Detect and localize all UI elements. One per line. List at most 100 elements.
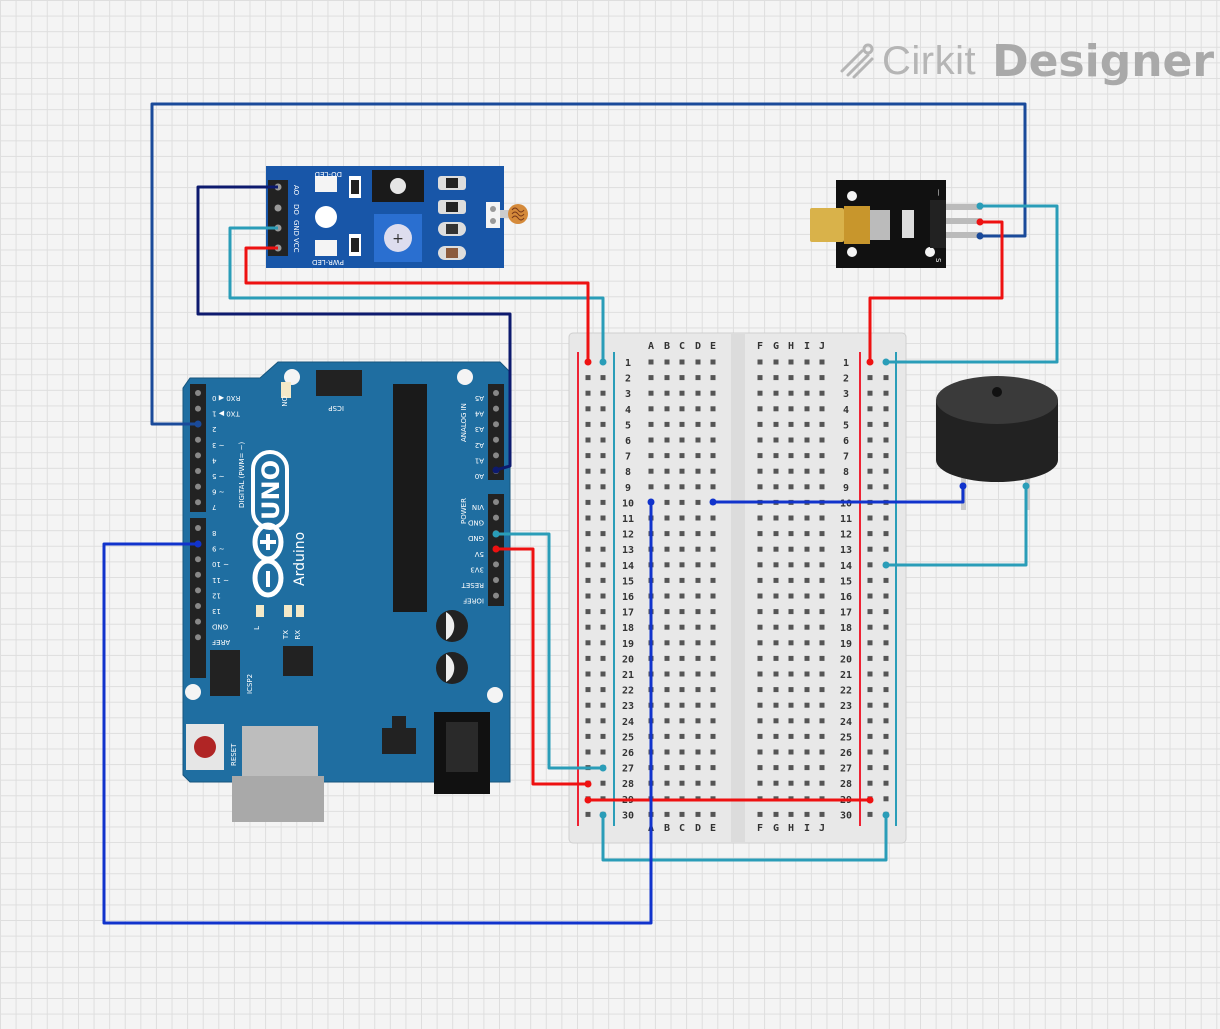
breadboard-hole[interactable] [788,546,794,552]
arduino-uno[interactable]: UNO Arduino ICSP ICSP2 ON RESET DIGITAL … [182,361,511,822]
breadboard-hole[interactable] [757,640,763,646]
breadboard-hole[interactable] [757,531,763,537]
breadboard-hole[interactable] [804,406,810,412]
breadboard-hole[interactable] [883,546,889,552]
wire-rail-bridge-gnd[interactable] [601,815,888,862]
breadboard-hole[interactable] [788,531,794,537]
breadboard-hole[interactable] [664,593,670,599]
breadboard-hole[interactable] [819,640,825,646]
breadboard-hole[interactable] [773,546,779,552]
breadboard-hole[interactable] [679,624,685,630]
breadboard-hole[interactable] [883,577,889,583]
breadboard-hole[interactable] [648,390,654,396]
breadboard-hole[interactable] [883,655,889,661]
breadboard-hole[interactable] [819,359,825,365]
breadboard-hole[interactable] [757,577,763,583]
breadboard-hole[interactable] [757,609,763,615]
header-pin[interactable] [493,452,499,459]
breadboard-hole[interactable] [600,733,606,739]
breadboard-hole[interactable] [883,718,889,724]
breadboard-hole[interactable] [710,609,716,615]
breadboard-hole[interactable] [664,531,670,537]
breadboard-hole[interactable] [710,733,716,739]
breadboard-hole[interactable] [773,780,779,786]
breadboard-hole[interactable] [819,593,825,599]
breadboard-hole[interactable] [804,562,810,568]
wire-arduino-5v[interactable] [496,547,588,786]
breadboard-hole[interactable] [648,375,654,381]
breadboard-hole[interactable] [710,671,716,677]
breadboard-hole[interactable] [773,671,779,677]
breadboard-hole[interactable] [648,437,654,443]
breadboard-hole[interactable] [695,702,701,708]
breadboard-hole[interactable] [600,468,606,474]
breadboard-hole[interactable] [600,624,606,630]
breadboard-hole[interactable] [585,531,591,537]
breadboard-hole[interactable] [788,749,794,755]
breadboard-hole[interactable] [804,531,810,537]
breadboard-hole[interactable] [695,421,701,427]
breadboard-hole[interactable] [804,359,810,365]
breadboard-hole[interactable] [585,515,591,521]
breadboard-hole[interactable] [883,437,889,443]
breadboard-hole[interactable] [679,421,685,427]
breadboard-hole[interactable] [773,406,779,412]
breadboard-hole[interactable] [867,453,873,459]
breadboard-hole[interactable] [757,453,763,459]
breadboard-hole[interactable] [867,671,873,677]
breadboard-hole[interactable] [648,406,654,412]
breadboard-hole[interactable] [883,749,889,755]
breadboard-hole[interactable] [804,546,810,552]
breadboard-hole[interactable] [695,624,701,630]
breadboard-hole[interactable] [710,640,716,646]
breadboard-hole[interactable] [600,671,606,677]
breadboard-hole[interactable] [695,655,701,661]
breadboard-hole[interactable] [867,406,873,412]
breadboard-hole[interactable] [695,375,701,381]
breadboard-hole[interactable] [804,718,810,724]
breadboard-hole[interactable] [600,577,606,583]
breadboard-hole[interactable] [600,749,606,755]
breadboard-hole[interactable] [664,468,670,474]
breadboard-hole[interactable] [695,718,701,724]
breadboard-hole[interactable] [757,671,763,677]
breadboard-hole[interactable] [819,811,825,817]
breadboard-hole[interactable] [819,655,825,661]
breadboard-hole[interactable] [695,359,701,365]
breadboard-hole[interactable] [679,484,685,490]
breadboard-hole[interactable] [600,687,606,693]
breadboard-hole[interactable] [679,609,685,615]
breadboard-hole[interactable] [867,780,873,786]
header-pin[interactable] [195,525,201,531]
breadboard-hole[interactable] [664,765,670,771]
breadboard-hole[interactable] [757,406,763,412]
breadboard-hole[interactable] [585,546,591,552]
breadboard-hole[interactable] [679,593,685,599]
breadboard-hole[interactable] [695,499,701,505]
breadboard-hole[interactable] [883,702,889,708]
breadboard-hole[interactable] [648,468,654,474]
breadboard-hole[interactable] [819,624,825,630]
breadboard-hole[interactable] [585,702,591,708]
breadboard-hole[interactable] [819,609,825,615]
breadboard-hole[interactable] [757,546,763,552]
breadboard-hole[interactable] [710,593,716,599]
breadboard-hole[interactable] [600,499,606,505]
breadboard-hole[interactable] [773,453,779,459]
breadboard-hole[interactable] [773,468,779,474]
breadboard-hole[interactable] [788,624,794,630]
breadboard-hole[interactable] [585,421,591,427]
breadboard-hole[interactable] [788,702,794,708]
breadboard-hole[interactable] [819,390,825,396]
breadboard-hole[interactable] [804,733,810,739]
breadboard-hole[interactable] [819,780,825,786]
breadboard-hole[interactable] [710,811,716,817]
breadboard-hole[interactable] [883,484,889,490]
breadboard-hole[interactable] [664,375,670,381]
breadboard-hole[interactable] [679,499,685,505]
breadboard-hole[interactable] [867,655,873,661]
breadboard-hole[interactable] [883,624,889,630]
breadboard-hole[interactable] [695,577,701,583]
ldr-sensor-module[interactable]: AO DO GND VCC DO-LED PWR-LED + [266,166,528,268]
breadboard-hole[interactable] [773,562,779,568]
